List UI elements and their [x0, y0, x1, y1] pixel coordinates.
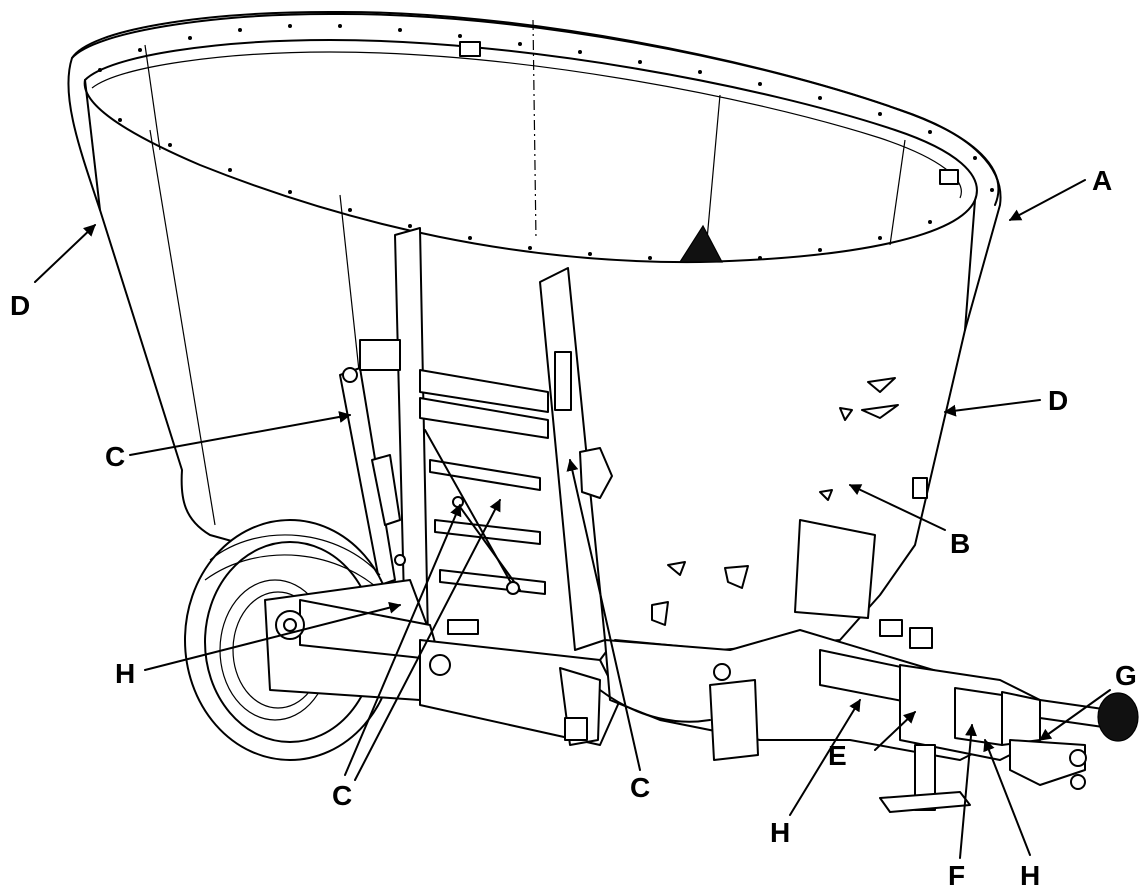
callout-h-center: H [770, 817, 790, 848]
callout-c-bottom: C [332, 780, 352, 811]
callout-labels: A B C C C D D E F G H H H [10, 165, 1137, 891]
callout-h-right: H [1020, 860, 1040, 890]
callout-d-right: D [1048, 385, 1068, 416]
callout-d-left: D [10, 290, 30, 321]
callout-g: G [1115, 660, 1137, 691]
callout-c-left: C [105, 441, 125, 472]
wheel [184, 519, 441, 761]
chassis-drawbar [419, 619, 1139, 813]
callout-h-left: H [115, 658, 135, 689]
callout-e: E [828, 740, 847, 771]
callout-leaders [34, 179, 1111, 859]
callout-b: B [950, 528, 970, 559]
callout-a: A [1092, 165, 1112, 196]
callout-f: F [948, 860, 965, 890]
callout-c-center: C [630, 772, 650, 803]
